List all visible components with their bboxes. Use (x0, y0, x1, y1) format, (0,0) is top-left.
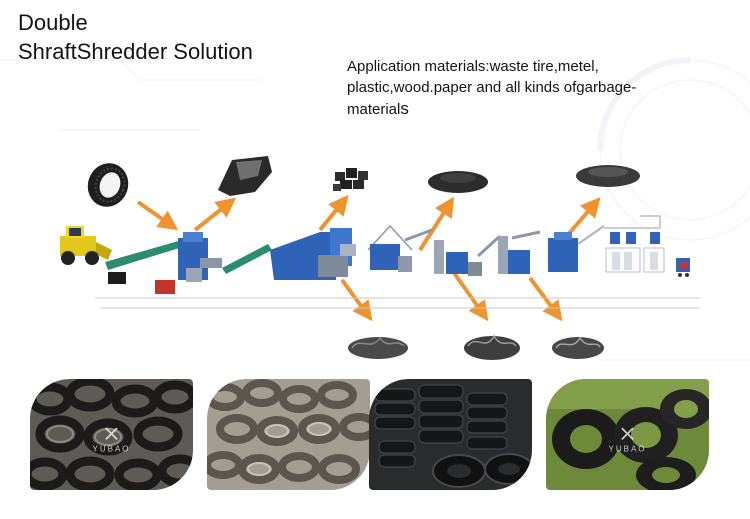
shredder-machine (178, 232, 222, 282)
bin-black (108, 272, 126, 284)
photo-scrap-tires-pile-2 (207, 379, 370, 490)
rubber-powder-icon (576, 165, 640, 187)
tires-on-grass-image (546, 379, 709, 490)
fine-grinder-machine (548, 225, 605, 272)
steel-wire-pile-2 (464, 334, 520, 360)
brand-watermark: ⨯ YUBAO (92, 420, 131, 454)
conveyor-1 (105, 240, 186, 270)
stacked-tires-image (369, 379, 532, 490)
arrow-to-steel-wire-1 (340, 278, 373, 322)
arrow-to-blocks (318, 194, 349, 232)
powder-milling-units (604, 215, 665, 273)
fiber-pile (552, 336, 604, 359)
steel-wire-pile-1 (348, 336, 408, 359)
whole-tire-icon (87, 163, 129, 207)
separator-machine-2 (434, 234, 502, 276)
application-line-2: plastic,wood.paper and all kinds ofgarba… (347, 79, 637, 96)
brand-watermark-2: ⨯ YUBAO (608, 420, 647, 454)
floor-lines (95, 297, 700, 309)
photo-stacked-tires (369, 379, 532, 490)
bagging-cart (676, 258, 690, 277)
page-title: Double ShraftShredder Solution (18, 8, 253, 66)
title-line-2: ShraftShredder Solution (18, 39, 253, 64)
arrow-to-steel-wire-2 (450, 268, 489, 322)
tire-strips-icon (218, 156, 272, 196)
rubber-blocks-icon (333, 168, 368, 191)
process-flow-diagram (60, 156, 700, 360)
rubber-granules-icon (428, 171, 488, 193)
separator-machine-3 (498, 230, 541, 274)
photo-scrap-tires-pile-1: ⨯ YUBAO (30, 379, 193, 490)
separator-machine-1 (367, 224, 433, 272)
loader-vehicle-icon (60, 226, 112, 265)
bin-red (155, 280, 175, 294)
application-line-3: materials (347, 99, 409, 118)
title-line-1: Double (18, 10, 88, 35)
scrap-tires-image (30, 379, 193, 490)
arrow-to-granules (418, 196, 455, 252)
dusty-tires-image (207, 379, 370, 490)
brand-logo-icon: ⨯ (102, 420, 121, 446)
arrow-to-strips (193, 197, 237, 232)
brand-logo-icon-2: ⨯ (618, 420, 637, 446)
application-materials-text: Application materials:waste tire,metel, … (347, 56, 677, 120)
primary-crusher-machine (270, 228, 356, 280)
photo-tires-on-grass: ⨯ YUBAO (546, 379, 709, 490)
application-line-1: Application materials:waste tire,metel, (347, 58, 599, 75)
conveyor-2 (222, 244, 272, 274)
arrow-tire-to-shredder (136, 200, 179, 231)
arrow-to-powder (563, 196, 601, 240)
